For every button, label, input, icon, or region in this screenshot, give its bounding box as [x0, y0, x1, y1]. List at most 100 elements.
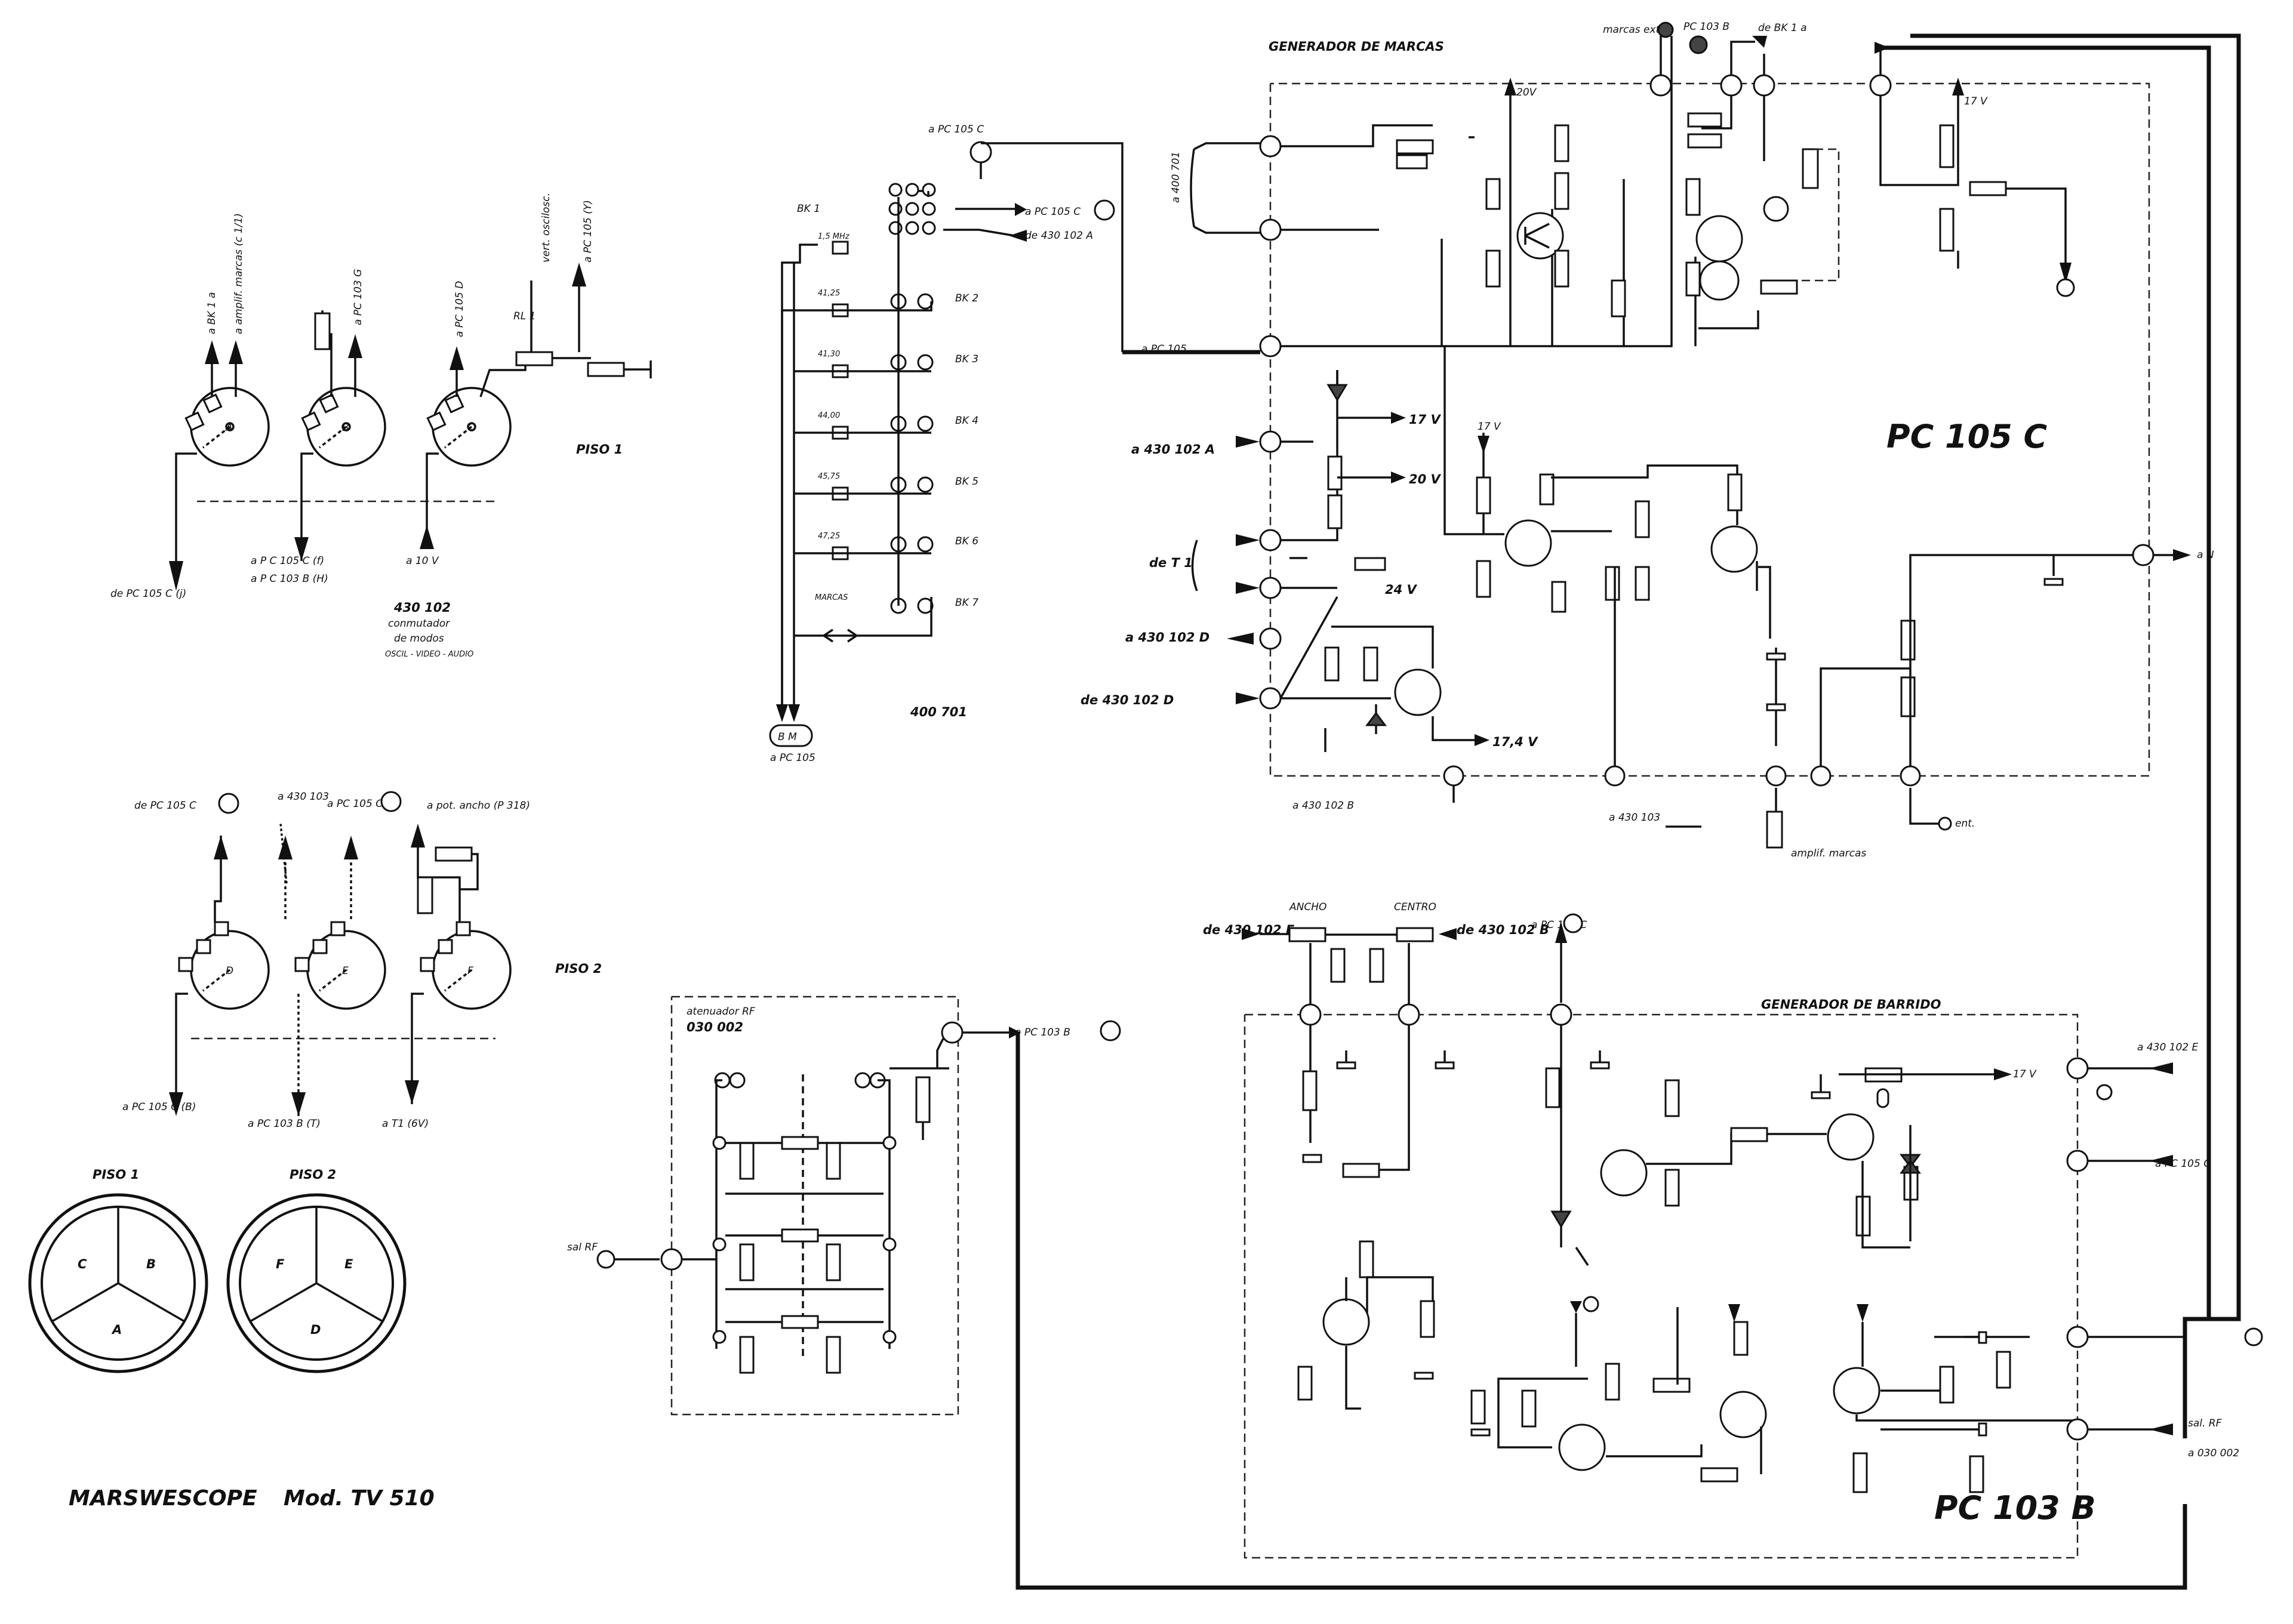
- pc103b-17v: 17 V: [2013, 1068, 2037, 1080]
- pc105c-17v-mid: 17 V: [1478, 421, 1501, 433]
- pc105c-a-430102a: a 430 102 A: [1131, 442, 1215, 457]
- label-a-pc103g: a PC 103 G: [352, 269, 364, 325]
- bk1: BK 1 1,5 MHz: [797, 183, 936, 255]
- piso1-label: PISO 1: [576, 442, 623, 457]
- pc103b-board: GENERADOR DE BARRIDO PC 103 B de 430 102…: [1203, 901, 2263, 1559]
- bk-a-pc105cv: a PC 105 C: [1025, 206, 1081, 218]
- label-a-amplif: a amplif. marcas (c 1/1): [233, 213, 245, 334]
- pc105c-de-t1: de T 1: [1149, 556, 1193, 570]
- legend-piso1-c: C: [78, 1257, 87, 1271]
- label-rl1: RL 1: [513, 310, 536, 322]
- pc105c-a-430103: a 430 103: [1609, 812, 1660, 824]
- switch-code: 430 102: [393, 600, 451, 615]
- pc105c-de-bk1a: de BK 1 a: [1758, 22, 1807, 34]
- wafer-b-letter: B: [342, 422, 349, 434]
- label-a-pc105c-e: a P C 105 C (f): [251, 555, 324, 567]
- pc103b-centro: CENTRO: [1394, 901, 1436, 913]
- switch-piso1: A B C: [110, 193, 652, 659]
- label-a-t1-6v: a T1 (6V): [382, 1118, 429, 1130]
- pc105c-17v-top: 17 V: [1964, 95, 1988, 107]
- pc105c-a-430102b: a 430 102 B: [1292, 800, 1354, 812]
- bk1-label: BK 1: [797, 203, 820, 215]
- bk5-freq: 45,75: [818, 472, 840, 481]
- pc105c-resistors: [1396, 124, 2007, 318]
- pc103b-a-430102e: a 430 102 E: [2137, 1041, 2199, 1053]
- bk5-label: BK 5: [955, 476, 978, 488]
- pc103b-de-430102b: de 430 102 B: [1457, 923, 1549, 937]
- bk-a-pc105: a PC 105: [770, 752, 815, 764]
- pc105c-20v-top: 20V: [1516, 87, 1537, 98]
- switch-line3: OSCIL - VIDEO - AUDIO: [385, 650, 473, 659]
- legend-piso1-wafer: C B A: [28, 1193, 208, 1373]
- label-a-430103: a 430 103: [278, 791, 329, 803]
- label-de-pc105c-a: de PC 105 C: [134, 800, 196, 812]
- label-a-10v: a 10 V: [406, 555, 439, 567]
- bk-keys: BK 1 1,5 MHz BK 2 41,25 BK 3 41,30: [797, 183, 978, 643]
- legend-piso1-title: PISO 1: [93, 1167, 139, 1182]
- bk-code: 400 701: [910, 705, 967, 719]
- bk2-label: BK 2: [955, 292, 978, 304]
- label-a-pc103b-t: a PC 103 B (T): [248, 1118, 321, 1130]
- pc105c-pc103b: PC 103 B: [1683, 21, 1729, 33]
- wafer-a: A: [184, 387, 270, 467]
- rf-attenuator: atenuador RF 030 002: [567, 996, 1121, 1416]
- legend-piso2-wafer: F E D: [226, 1193, 407, 1373]
- bk-de-430102a: de 430 102 A: [1025, 230, 1093, 242]
- bk7-freq: MARCAS: [815, 593, 848, 602]
- bk6-freq: 47,25: [818, 532, 840, 541]
- bk-a-pc105c: a PC 105 C: [928, 124, 984, 135]
- label-a-pot-ancho: a pot. ancho (P 318): [427, 800, 530, 812]
- wafer-b: B: [301, 387, 386, 467]
- pc105c-ent: ent.: [1955, 818, 1975, 830]
- legend-piso1-a: A: [111, 1323, 122, 1337]
- legend-piso1-b: B: [146, 1257, 156, 1271]
- bk3-freq: 41,30: [818, 350, 840, 359]
- bk-switch-bank: a PC 105 C a PC 105 C de 430 102 A: [769, 124, 1124, 764]
- pc105c-a-n: a N: [2197, 549, 2214, 561]
- pc103b-sal-rf: sal. RF: [2188, 1417, 2222, 1429]
- pc105c-de-430102d: de 430 102 D: [1081, 693, 1174, 707]
- rf-pi-sections: [712, 1136, 897, 1374]
- label-a-pc105d: a PC 105 D: [454, 281, 466, 337]
- bk2-freq: 41,25: [818, 289, 840, 298]
- pc105c-17-4v: 17,4 V: [1492, 735, 1538, 749]
- label-a-bk1a: a BK 1 a: [206, 292, 218, 334]
- bk7: BK 7 MARCAS: [815, 593, 978, 643]
- bk4-label: BK 4: [955, 415, 978, 427]
- deck-legend: PISO 1 PISO 2 C B A F E D: [28, 1167, 407, 1373]
- legend-piso2-d: D: [310, 1323, 321, 1337]
- bk4-freq: 44,00: [818, 411, 840, 420]
- label-a-pc105c-c: a PC 105 C: [327, 798, 383, 810]
- rf-sal-rf: sal RF: [567, 1241, 598, 1253]
- bk-bottom-letters: B M: [778, 731, 797, 743]
- pc105c-section: GENERADOR DE MARCAS: [1269, 39, 1444, 54]
- label-de-pc105c-j: de PC 105 C (j): [110, 588, 186, 600]
- model-brand: MARSWESCOPE: [69, 1486, 257, 1511]
- model-title: MARSWESCOPE Mod. TV 510: [69, 1486, 435, 1511]
- pc103b-a-pc105cf: a PC 105 C: [2155, 1158, 2211, 1170]
- wafer-a-letter: A: [225, 422, 233, 434]
- pc103b-transistors: [1322, 1113, 1880, 1471]
- pc105c-17v: 17 V: [1409, 412, 1442, 427]
- legend-piso2-title: PISO 2: [290, 1167, 336, 1182]
- label-a-pc105c-b: a PC 105 C (B): [122, 1101, 196, 1113]
- pc105c-title: PC 105 C: [1886, 418, 2048, 455]
- pc105c-24v: 24 V: [1385, 583, 1418, 597]
- legend-piso2-f: F: [276, 1257, 285, 1271]
- switch-line1: conmutador: [388, 618, 450, 630]
- model-name: Mod. TV 510: [284, 1486, 435, 1511]
- switch-line2: de modos: [394, 633, 444, 645]
- rf-att-title: atenuador RF: [687, 1006, 755, 1018]
- pc105c-a-400701: a 400 701: [1170, 152, 1182, 203]
- label-a-pc105y: a PC 105 (Y): [582, 200, 594, 263]
- pc105c-board: GENERADOR DE MARCAS PC 105 C marcas ext.…: [1081, 21, 2214, 1319]
- label-a-pc103b-h: a P C 103 B (H): [251, 573, 328, 585]
- bk3-label: BK 3: [955, 353, 978, 365]
- pc105c-a-430102d: a 430 102 D: [1125, 630, 1209, 645]
- bk7-label: BK 7: [955, 597, 978, 609]
- bk6-label: BK 6: [955, 535, 978, 547]
- pc103b-title: PC 103 B: [1934, 1489, 2096, 1527]
- label-vert-oscilosc: vert. oscilosc.: [540, 193, 552, 263]
- piso2-label: PISO 2: [555, 962, 602, 976]
